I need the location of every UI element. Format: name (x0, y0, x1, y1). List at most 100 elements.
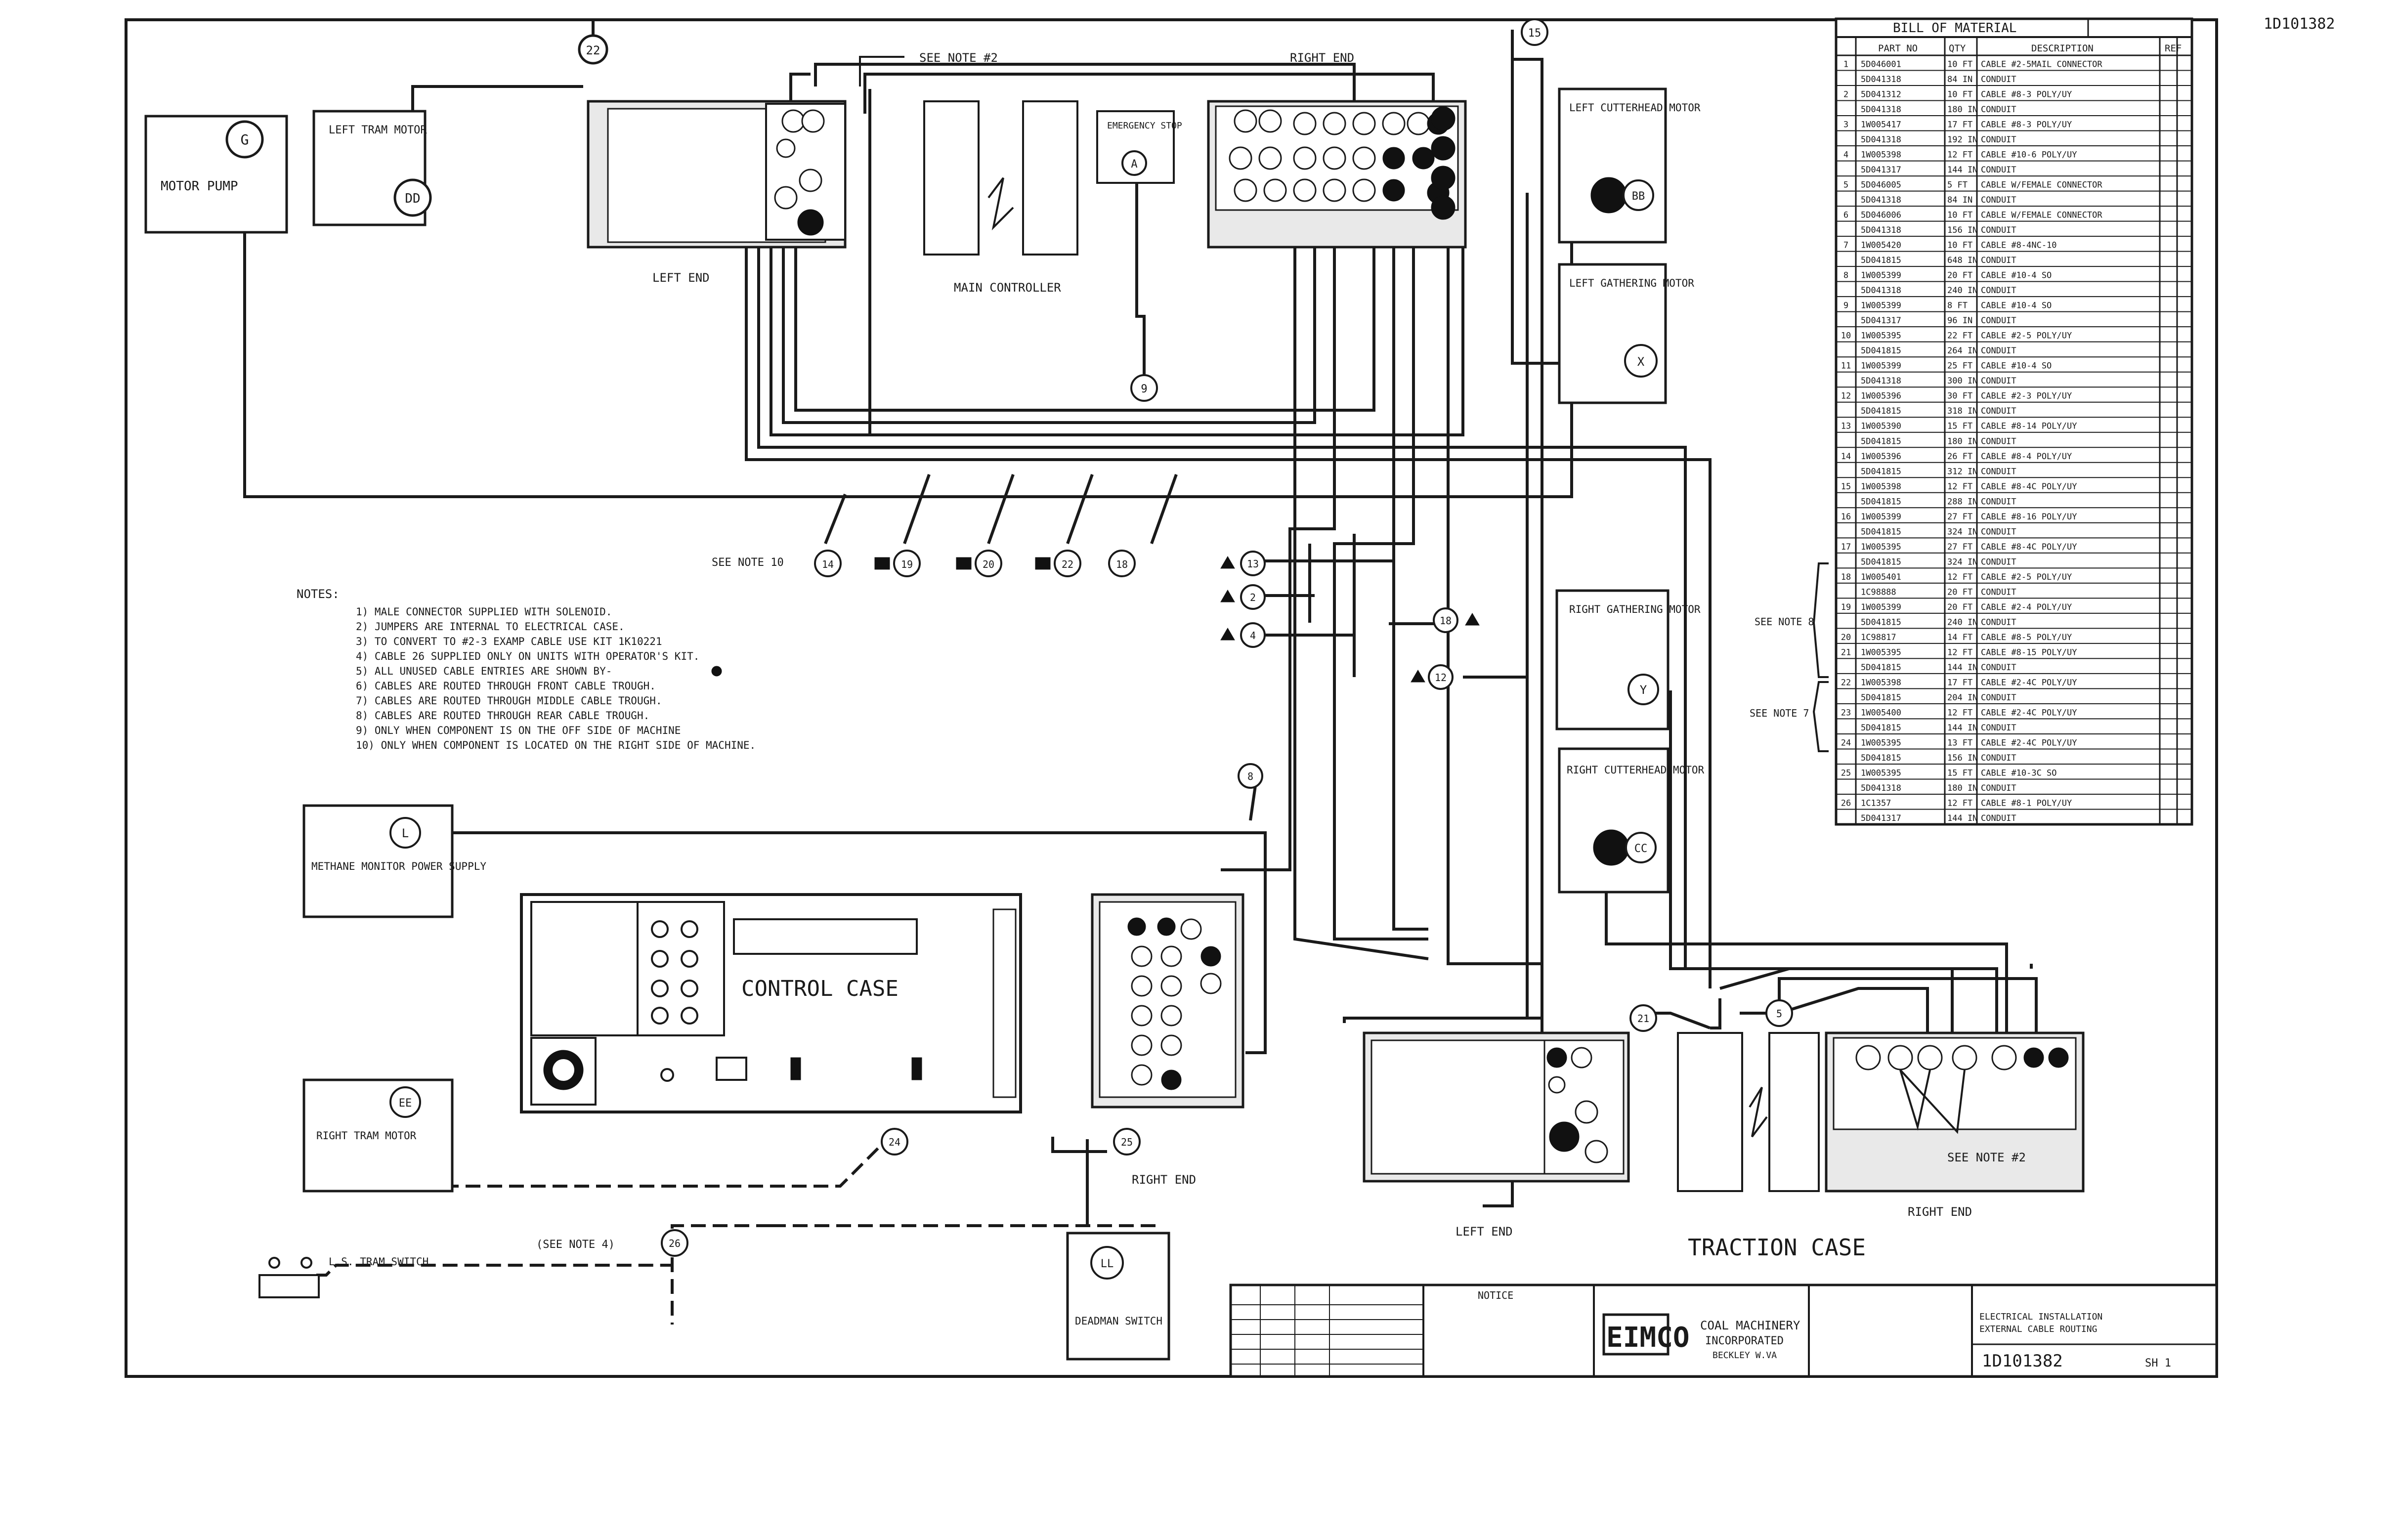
bom-cell: 19 (1841, 602, 1851, 612)
right-end-panel-top: RIGHT END (1207, 51, 1467, 249)
balloon-12: 12 (1435, 672, 1447, 684)
right-cutterhead-motor: RIGHT CUTTERHEAD MOTOR CC (1558, 747, 1705, 894)
bom-cell: 5D041317 (1861, 316, 1901, 326)
note-9: 9) ONLY WHEN COMPONENT IS ON THE OFF SID… (356, 725, 681, 736)
right-gathering-label: RIGHT GATHERING MOTOR (1569, 603, 1701, 615)
bom-cell: 5D041815 (1861, 497, 1901, 507)
cable-balloons-column: 13 2 4 18 12 (1220, 551, 1480, 690)
bom-cell: 1W005399 (1861, 361, 1901, 371)
bom-cell: 5D041815 (1861, 663, 1901, 673)
balloon-cc: CC (1634, 843, 1648, 855)
note-4: 4) CABLE 26 SUPPLIED ONLY ON UNITS WITH … (356, 650, 699, 662)
bom-cell: 144 IN (1947, 723, 1977, 733)
bom-cell: 180 IN (1947, 436, 1977, 446)
traction-case-label: TRACTION CASE (1688, 1234, 1866, 1261)
bom-cell: 1W005395 (1861, 768, 1901, 778)
bom-cell: 5D041815 (1861, 723, 1901, 733)
bom-cell: 20 FT (1947, 271, 1972, 281)
bom-cell: 20 FT (1947, 602, 1972, 612)
bom-cell: 5D041318 (1861, 376, 1901, 386)
note-7: 7) CABLES ARE ROUTED THROUGH MIDDLE CABL… (356, 695, 662, 707)
balloon-26: 26 (669, 1238, 681, 1249)
notes-block: NOTES: 1) MALE CONNECTOR SUPPLIED WITH S… (297, 587, 756, 751)
drawing-number: 1D101382 (1982, 1351, 2063, 1371)
bom-cell: 7 (1843, 241, 1848, 251)
note-5: 5) ALL UNUSED CABLE ENTRIES ARE SHOWN BY… (356, 665, 612, 677)
balloon-ll: LL (1101, 1258, 1114, 1270)
bom-cell: 180 IN (1947, 783, 1977, 793)
note-3: 3) TO CONVERT TO #2-3 EXAMP CABLE USE KI… (356, 636, 662, 647)
bom-cell: 20 (1841, 633, 1851, 642)
bom-cell: 17 (1841, 542, 1851, 552)
bom-cell: CABLE #8-4NC-10 (1981, 241, 2057, 251)
bom-cell: 10 (1841, 331, 1851, 341)
bom-cell: 144 IN (1947, 813, 1977, 823)
bom-cell: 8 FT (1947, 301, 1968, 311)
bom-cell: CABLE #8-5 POLY/UY (1981, 633, 2072, 642)
bom-cell: 12 FT (1947, 798, 1972, 808)
bom-cell: 5D041815 (1861, 256, 1901, 265)
bom-cell: 12 FT (1947, 572, 1972, 582)
bom-cell: CABLE #2-5 POLY/UY (1981, 572, 2072, 582)
bom-cell: 1W005396 (1861, 391, 1901, 401)
balloon-9: 9 (1141, 383, 1147, 395)
bom-cell: 27 FT (1947, 542, 1972, 552)
bom-cell: 144 IN (1947, 165, 1977, 175)
bom-cell: CONDUIT (1981, 783, 2016, 793)
bom-cell: 5D041815 (1861, 406, 1901, 416)
bom-cell: 26 (1841, 798, 1851, 808)
tram-switch: L.S. TRAM SWITCH (258, 1256, 428, 1298)
bom-cell: CABLE #8-3 POLY/UY (1981, 120, 2072, 130)
bom-header-qty: QTY (1949, 43, 1966, 54)
balloon-25: 25 (1121, 1136, 1133, 1148)
bill-of-material: BILL OF MATERIAL PART NO QTY DESCRIPTION… (1835, 17, 2193, 826)
bom-cell: CONDUIT (1981, 467, 2016, 476)
bom-cell: 240 IN (1947, 617, 1977, 627)
bom-cell: 13 FT (1947, 738, 1972, 748)
bom-cell: CABLE #8-1 POLY/UY (1981, 798, 2072, 808)
bom-cell: 1W005398 (1861, 150, 1901, 160)
bom-cell: 5D041815 (1861, 557, 1901, 567)
methane-monitor: METHANE MONITOR POWER SUPPLY L (302, 804, 486, 918)
right-end-lower-label: RIGHT END (1908, 1205, 1972, 1219)
bom-cell: CONDUIT (1981, 195, 2016, 205)
bom-cell: 264 IN (1947, 346, 1977, 356)
bom-cell: 10 FT (1947, 90, 1972, 100)
bom-header-part: PART NO (1878, 43, 1918, 54)
bom-cell: 144 IN (1947, 663, 1977, 673)
motor-pump-label: MOTOR PUMP (161, 179, 238, 194)
bom-cell: 14 FT (1947, 633, 1972, 642)
drawing-border (125, 18, 2218, 1378)
bom-title: BILL OF MATERIAL (1893, 21, 2016, 36)
bom-cell: CONDUIT (1981, 256, 2016, 265)
note-8: 8) CABLES ARE ROUTED THROUGH REAR CABLE … (356, 710, 649, 722)
bom-cell: CABLE #2-4C POLY/UY (1981, 678, 2077, 687)
bom-cell: 1C1357 (1861, 798, 1891, 808)
bom-cell: 5D041318 (1861, 135, 1901, 145)
bom-cell: 180 IN (1947, 105, 1977, 115)
bom-cell: 5D041317 (1861, 813, 1901, 823)
bom-cell: 16 (1841, 512, 1851, 522)
bom-cell: 1W005399 (1861, 301, 1901, 311)
bom-cell: 4 (1843, 150, 1848, 160)
bom-cell: CABLE #2-4C POLY/UY (1981, 708, 2077, 718)
bom-cell: 5D046006 (1861, 211, 1901, 220)
bom-cell: 5D046005 (1861, 180, 1901, 190)
bom-cell: 1W005396 (1861, 452, 1901, 462)
bom-cell: 13 (1841, 422, 1851, 431)
sheet-number: SH 1 (2145, 1357, 2171, 1369)
bom-cell: CONDUIT (1981, 723, 2016, 733)
bom-cell: 12 FT (1947, 647, 1972, 657)
bom-cell: CABLE #2-3 POLY/UY (1981, 391, 2072, 401)
main-controller-label: MAIN CONTROLLER (954, 281, 1061, 295)
balloon-18b: 18 (1440, 615, 1452, 627)
bom-cell: CONDUIT (1981, 165, 2016, 175)
left-tram-motor-label: LEFT TRAM MOTOR (329, 124, 427, 136)
bom-cell: CONDUIT (1981, 316, 2016, 326)
bom-cell: 5D041815 (1861, 436, 1901, 446)
bom-cell: 5D041815 (1861, 346, 1901, 356)
bom-cell: 156 IN (1947, 225, 1977, 235)
bom-cell: 1 (1843, 60, 1848, 70)
balloon-y: Y (1640, 683, 1647, 697)
